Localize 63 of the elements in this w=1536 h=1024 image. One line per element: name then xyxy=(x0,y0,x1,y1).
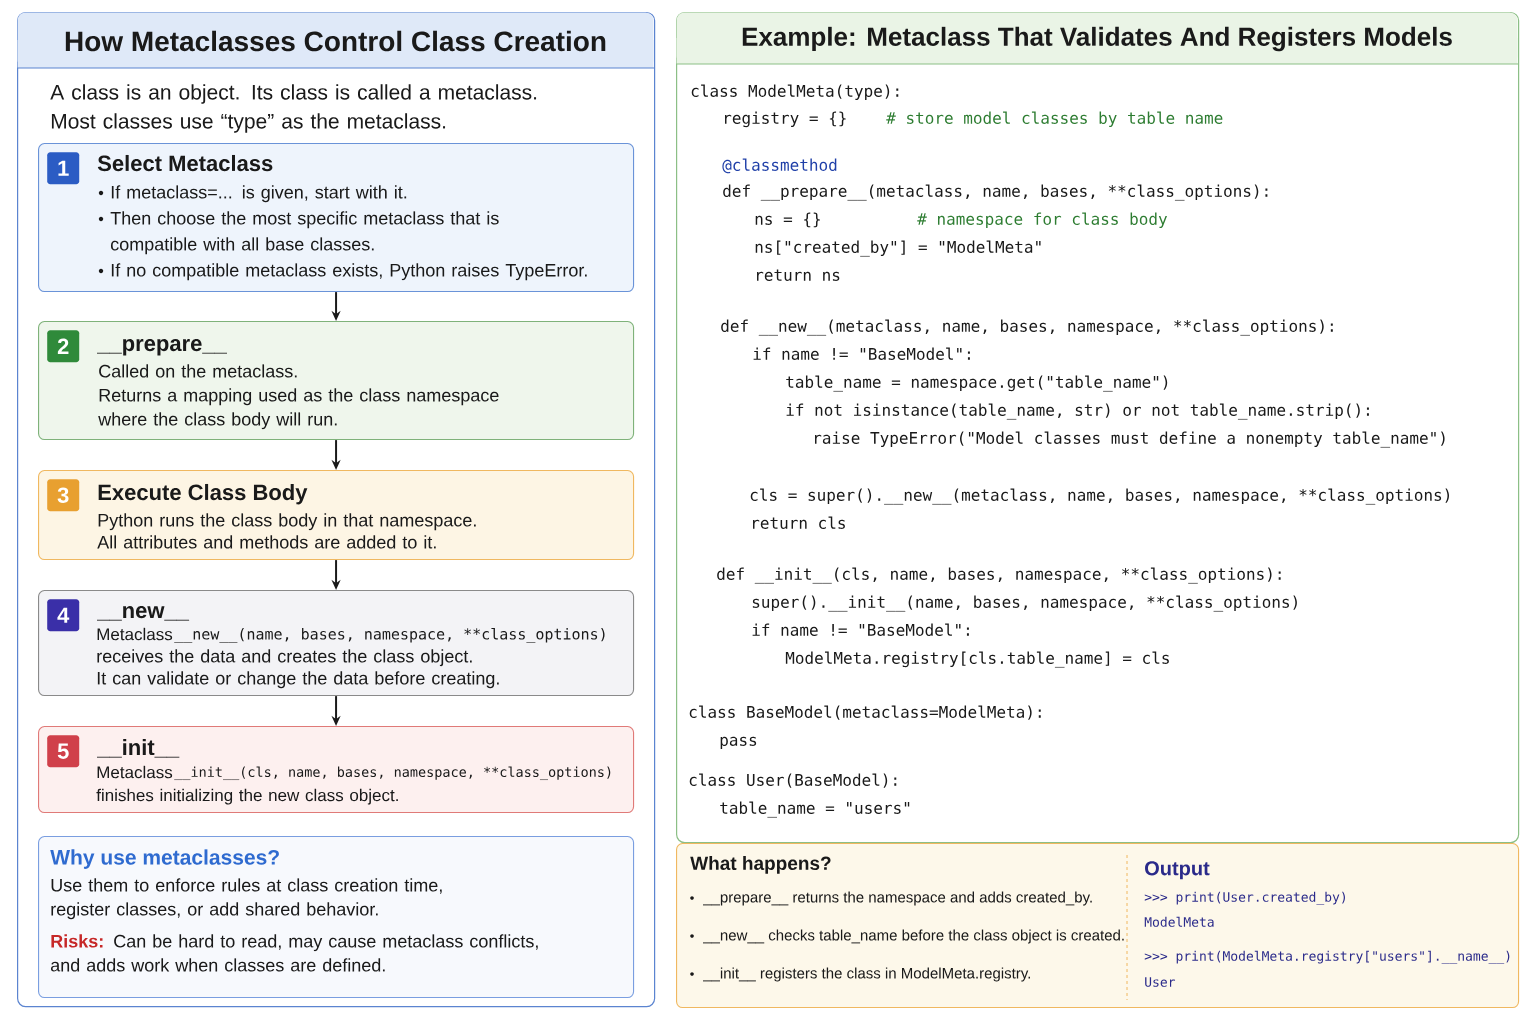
code-line: if name != "BaseModel": xyxy=(752,623,969,636)
output-line: ModelMeta xyxy=(1144,916,1214,927)
output-heading: Output xyxy=(1145,861,1210,880)
code-line: @classmethod xyxy=(722,158,837,174)
summary-text: __prepare__ returns the namespace and adds created_by. xyxy=(703,891,1092,906)
code-line: def __init__(cls, name, bases, namespace, **class_options): xyxy=(717,567,1281,584)
code-line: if name != "BaseModel": xyxy=(753,347,970,360)
code-line: super().__init__(name, bases, namespace, **class_options) xyxy=(752,595,1297,612)
output-line: User xyxy=(1145,977,1176,987)
code-line: table_name = namespace.get("table_name") xyxy=(786,375,1168,392)
step-text: Returns a mapping used as the class namespace where the class body will run. xyxy=(98,388,499,430)
code-comment: # namespace for class body xyxy=(917,212,1167,229)
number-badge: 3 xyxy=(47,479,80,512)
intro-text: A class is an object. Its class is called a metaclass. Most classes use “type” as the metaclass. xyxy=(50,84,537,133)
code-line: table_name = "users" xyxy=(720,801,910,818)
step-text: receives the data and creates the class object. xyxy=(97,649,472,667)
number-badge: 4 xyxy=(47,599,80,632)
number-badge: 5 xyxy=(47,735,80,768)
code-line: if not isinstance(table_name, str) or not table_name.strip(): xyxy=(786,403,1369,420)
summary-heading: What happens? xyxy=(690,856,831,874)
step-text: Metaclass xyxy=(97,627,173,641)
code-line: cls = super().__new__(metaclass, name, bases, namespace, **class_options) xyxy=(750,488,1449,505)
code-line: class ModelMeta(type): xyxy=(691,84,899,101)
summary-text: __init__ registers the class in ModelMeta.registry. xyxy=(703,967,1030,982)
number-badge: 2 xyxy=(47,330,80,363)
code-line: pass xyxy=(720,736,757,750)
step-text: Called on the metaclass. xyxy=(99,364,297,378)
code-text: __init__(cls, name, bases, namespace, **class_options) xyxy=(174,766,611,781)
step-heading: __prepare__ xyxy=(97,339,228,356)
note-text: Use them to enforce rules at class creation time, register classes, or add shared behavior. xyxy=(51,878,442,920)
code-line: registry = {} xyxy=(725,111,846,128)
step-text: Then choose the most specific metaclass that is compatible with all base classes. xyxy=(110,211,499,255)
code-line: return cls xyxy=(753,516,845,529)
output-line: >>> print(User.created_by) xyxy=(1144,891,1345,905)
step-text: If metaclass=... is given, start with it. xyxy=(111,185,407,203)
step-heading: Execute Class Body xyxy=(98,483,308,505)
panel-header: Example: Metaclass That Validates And Registers Models xyxy=(675,12,1519,65)
step-heading: __init__ xyxy=(97,738,180,758)
code-line: ns["created_by"] = "ModelMeta" xyxy=(755,240,1041,257)
code-line: return ns xyxy=(757,269,840,281)
code-text: __new__(name, bases, namespace, **class_options) xyxy=(174,627,605,643)
step-text: All attributes and methods are added to it. xyxy=(97,535,436,549)
summary-text: __new__ checks table_name before the class object is created. xyxy=(703,929,1124,944)
panel-header: How Metaclasses Control Class Creation xyxy=(16,12,655,69)
output-line: >>> print(ModelMeta.registry["users"].__name__) xyxy=(1144,950,1510,964)
note-text: Risks: Can be hard to read, may cause metaclass conflicts, and adds work when classes are defined. xyxy=(51,934,538,972)
step-text: Python runs the class body in that namespace. xyxy=(98,513,476,531)
step-text: If no compatible metaclass exists, Python raises TypeError. xyxy=(111,263,587,281)
code-line: def __new__(metaclass, name, bases, namespace, **class_options): xyxy=(721,319,1333,336)
step-text: It can validate or change the data before creating. xyxy=(97,671,499,689)
code-line: def __prepare__(metaclass, name, bases, **class_options): xyxy=(723,184,1268,201)
code-comment: # store model classes by table name xyxy=(886,111,1223,128)
step-text: finishes initializing the new class object. xyxy=(96,788,398,805)
step-heading: __new__ xyxy=(97,606,190,621)
code-line: ModelMeta.registry[cls.table_name] = cls xyxy=(785,651,1169,668)
step-text: Metaclass xyxy=(97,765,173,779)
step-heading: Select Metaclass xyxy=(97,154,273,172)
note-heading: Why use metaclasses? xyxy=(50,849,279,869)
code-line: ns = {} xyxy=(755,212,820,228)
code-line: class BaseModel(metaclass=ModelMeta): xyxy=(689,705,1041,720)
code-line: class User(BaseModel): xyxy=(689,773,897,788)
number-badge: 1 xyxy=(47,152,80,185)
code-line: raise TypeError("Model classes must define a nonempty table_name") xyxy=(815,431,1445,448)
